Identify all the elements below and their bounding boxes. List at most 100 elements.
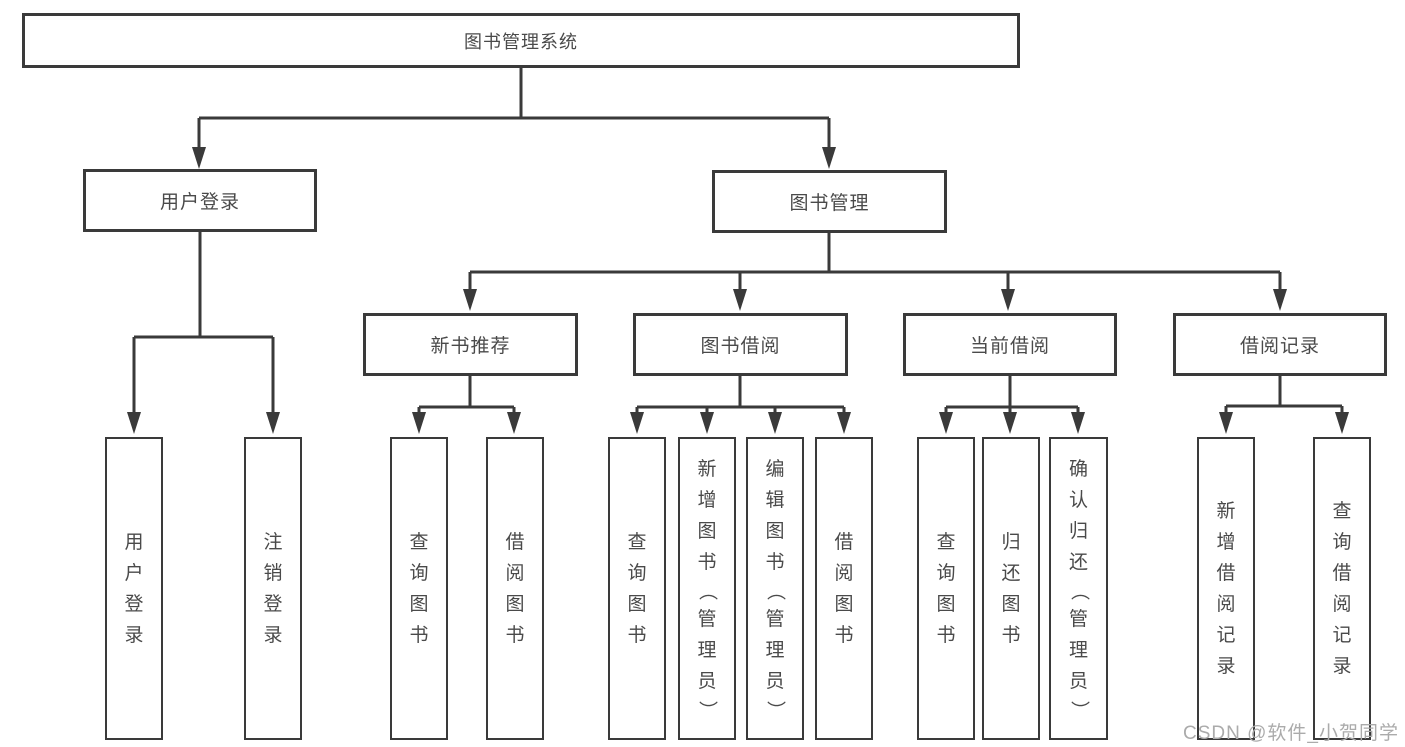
leaf-label-char: 询 xyxy=(1332,531,1352,553)
leaf-label-char: 查 xyxy=(1332,500,1352,522)
node-book-management: 图书管理 xyxy=(712,170,947,233)
leaf-label-char: 询 xyxy=(627,562,647,584)
leaf-label-char: ） xyxy=(1068,700,1090,720)
leaf-label-char: 编 xyxy=(765,459,785,480)
leaf-label-char: 录 xyxy=(124,624,144,646)
leaf-user-login: 用户登录 xyxy=(105,437,163,740)
leaf-label-char: ） xyxy=(764,700,786,720)
leaf-label-char: 查 xyxy=(409,531,429,553)
leaf-label-char: 员 xyxy=(1068,671,1088,692)
leaf-bb-add-books-admin: 新增图书（管理员） xyxy=(678,437,736,740)
leaf-br-add-record: 新增借阅记录 xyxy=(1197,437,1255,740)
leaf-label-char: 登 xyxy=(124,593,144,615)
leaf-label-char: 图 xyxy=(505,593,525,615)
leaf-label-char: 借 xyxy=(505,531,525,553)
leaf-label-char: 阅 xyxy=(834,562,854,584)
leaf-label-char: 借 xyxy=(834,531,854,553)
leaf-label-char: 辑 xyxy=(765,490,785,511)
leaf-label-char: 书 xyxy=(505,624,525,646)
node-user-login: 用户登录 xyxy=(83,169,317,232)
leaf-label-char: 确 xyxy=(1068,459,1088,480)
node-new-book-recommendation: 新书推荐 xyxy=(363,313,578,376)
leaf-rec-borrow-books: 借阅图书 xyxy=(486,437,544,740)
leaf-br-query-record: 查询借阅记录 xyxy=(1313,437,1371,740)
connector-book-mgmt-to-level3 xyxy=(463,233,1287,311)
node-book-borrowing-label: 图书借阅 xyxy=(700,336,781,357)
leaf-label-char: 查 xyxy=(936,531,956,553)
leaf-label-char: 记 xyxy=(1332,624,1352,646)
leaf-label-char: 户 xyxy=(124,562,144,584)
node-borrowing-records-label: 借阅记录 xyxy=(1239,336,1320,357)
leaf-label-char: 还 xyxy=(1001,562,1021,584)
leaf-cb-confirm-return-admin: 确认归还（管理员） xyxy=(1049,437,1108,740)
leaf-label-char: 员 xyxy=(765,671,785,692)
connector-current-borrow-to-leaves xyxy=(939,376,1085,434)
leaf-label-char: 图 xyxy=(936,593,956,615)
leaf-label-char: 书 xyxy=(409,624,429,646)
connector-user-login-to-leaves xyxy=(127,232,280,434)
leaf-label-char: 书 xyxy=(1001,624,1021,646)
node-book-management-label: 图书管理 xyxy=(789,193,870,214)
leaf-label-char: 查 xyxy=(627,531,647,553)
leaf-label-char: 理 xyxy=(765,640,785,661)
node-current-borrowing-label: 当前借阅 xyxy=(969,336,1050,357)
leaf-label-char: 理 xyxy=(1068,640,1088,661)
leaf-label-char: 新 xyxy=(697,459,717,480)
leaf-label-char: 询 xyxy=(409,562,429,584)
leaf-label-char: 记 xyxy=(1216,624,1236,646)
leaf-label-char: 归 xyxy=(1068,521,1088,542)
leaf-label-char: 认 xyxy=(1068,490,1088,511)
leaf-label-char: 图 xyxy=(409,593,429,615)
leaf-bb-borrow-books: 借阅图书 xyxy=(815,437,873,740)
leaf-label-char: （ xyxy=(1068,581,1090,601)
leaf-label-char: 图 xyxy=(765,521,785,542)
leaf-label-char: ） xyxy=(696,700,718,720)
leaf-label-char: 阅 xyxy=(1332,593,1352,615)
leaf-label-char: 归 xyxy=(1001,531,1021,553)
leaf-label-char: 新 xyxy=(1216,500,1236,522)
leaf-label-char: 阅 xyxy=(505,562,525,584)
leaf-label-char: 增 xyxy=(1216,531,1236,553)
leaf-label-char: 书 xyxy=(627,624,647,646)
node-book-borrowing: 图书借阅 xyxy=(633,313,848,376)
leaf-label-char: 书 xyxy=(834,624,854,646)
leaf-label-char: 借 xyxy=(1216,562,1236,584)
leaf-label-char: 理 xyxy=(697,640,717,661)
node-new-book-recommendation-label: 新书推荐 xyxy=(430,336,511,357)
leaf-label-char: 书 xyxy=(697,552,717,573)
leaf-label-char: 图 xyxy=(697,521,717,542)
leaf-cb-return-books: 归还图书 xyxy=(982,437,1040,740)
leaf-label-char: 录 xyxy=(263,624,283,646)
leaf-label-char: 阅 xyxy=(1216,593,1236,615)
leaf-label-char: 还 xyxy=(1068,552,1088,573)
leaf-label-char: 录 xyxy=(1216,655,1236,677)
leaf-cb-query-books: 查询图书 xyxy=(917,437,975,740)
leaf-bb-query-books: 查询图书 xyxy=(608,437,666,740)
leaf-label-char: 登 xyxy=(263,593,283,615)
leaf-label-char: 图 xyxy=(834,593,854,615)
leaf-label-char: 管 xyxy=(697,609,717,630)
leaf-label-char: 询 xyxy=(936,562,956,584)
connector-root-to-level2 xyxy=(192,68,836,169)
connector-new-book-rec-to-leaves xyxy=(412,376,521,434)
leaf-label-char: 借 xyxy=(1332,562,1352,584)
leaf-logout: 注销登录 xyxy=(244,437,302,740)
leaf-label-char: 管 xyxy=(765,609,785,630)
node-borrowing-records: 借阅记录 xyxy=(1173,313,1387,376)
csdn-watermark: CSDN @软件_小贺同学 xyxy=(1183,723,1399,744)
leaf-label-char: 注 xyxy=(263,531,283,553)
leaf-label-char: 书 xyxy=(765,552,785,573)
leaf-bb-edit-books-admin: 编辑图书 （ 管理员 ） xyxy=(746,437,804,740)
leaf-label-char: 销 xyxy=(263,562,283,584)
node-root-label: 图书管理系统 xyxy=(464,31,578,52)
leaf-label-char: 用 xyxy=(124,531,144,553)
leaf-label-char: 书 xyxy=(936,624,956,646)
leaf-label-char: （ xyxy=(764,581,786,601)
leaf-label-char: 增 xyxy=(697,490,717,511)
node-user-login-label: 用户登录 xyxy=(159,192,240,213)
leaf-label-char: 图 xyxy=(1001,593,1021,615)
leaf-label-char: 录 xyxy=(1332,655,1352,677)
node-root-library-management-system: 图书管理系统 xyxy=(22,13,1020,68)
leaf-label-char: （ xyxy=(696,581,718,601)
